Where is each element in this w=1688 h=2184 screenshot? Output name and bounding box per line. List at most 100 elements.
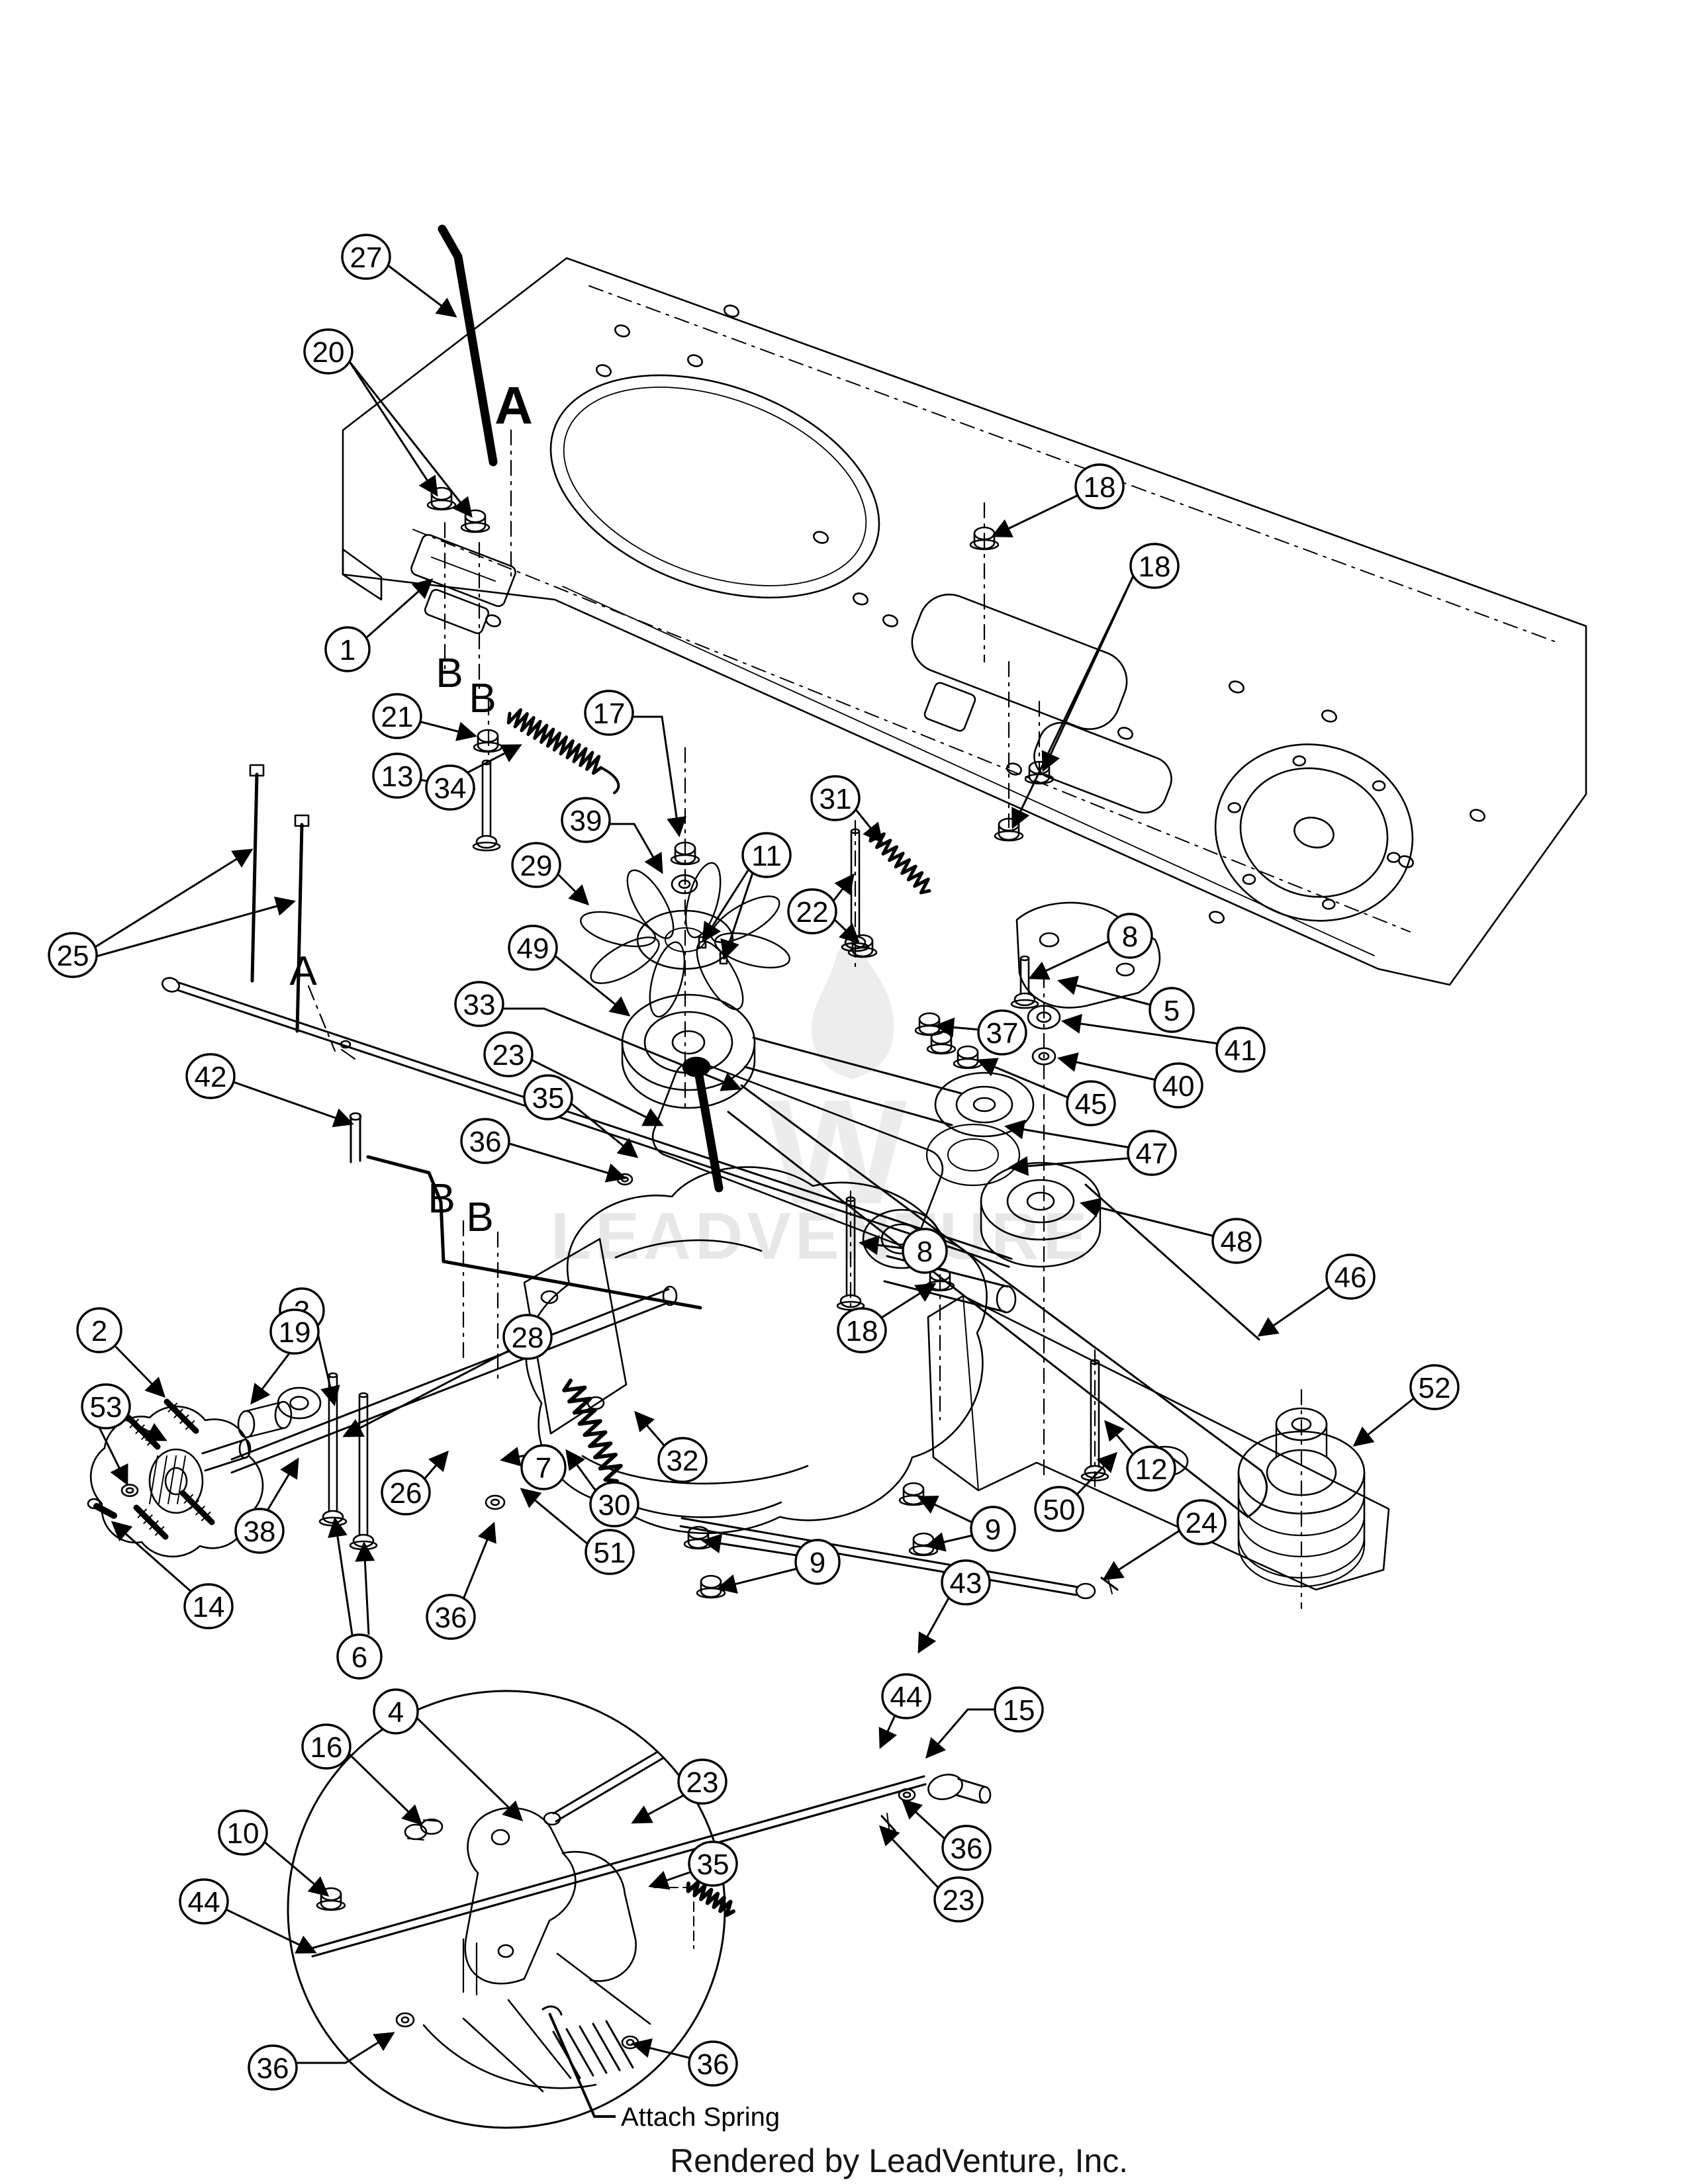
callout-13: 13 — [372, 752, 422, 799]
watermark-text: LEADVENTURE — [551, 1199, 1091, 1273]
callout-number: 8 — [1122, 921, 1138, 953]
callout-number: 36 — [257, 2052, 289, 2085]
leader-line-46 — [1257, 1285, 1331, 1337]
callout-36: 36 — [248, 2044, 298, 2091]
callout-number: 24 — [1186, 1507, 1218, 1539]
section-letter-B: B — [469, 676, 496, 721]
leader-line-28 — [342, 1349, 510, 1437]
callout-number: 35 — [697, 1848, 729, 1881]
leader-line-45 — [976, 1058, 1070, 1099]
callout-23: 23 — [933, 1876, 984, 1923]
callout-number: 35 — [532, 1082, 565, 1115]
leader-line-22 — [831, 917, 861, 944]
callout-9: 9 — [794, 1539, 841, 1585]
callout-number: 34 — [434, 772, 467, 805]
callout-45: 45 — [1066, 1080, 1116, 1126]
callout-number: 32 — [667, 1445, 699, 1477]
callout-47: 47 — [1127, 1130, 1177, 1176]
callout-37: 37 — [977, 1009, 1027, 1056]
leader-line-2 — [114, 1345, 166, 1398]
callout-26: 26 — [381, 1469, 431, 1516]
callout-number: 36 — [951, 1833, 983, 1865]
section-letter-A: A — [494, 376, 533, 435]
leader-line-21 — [418, 720, 477, 741]
callout-number: 18 — [846, 1315, 878, 1347]
leader-line-20 — [348, 360, 473, 518]
callout-number: 31 — [820, 783, 852, 815]
leader-line-36 — [506, 1142, 627, 1183]
leader-line-9 — [701, 1533, 797, 1557]
leader-line-18 — [991, 494, 1079, 537]
callout-9: 9 — [970, 1506, 1016, 1552]
callout-number: 44 — [188, 1886, 220, 1919]
callout-number: 36 — [469, 1126, 502, 1158]
leader-line-12 — [1104, 1420, 1135, 1455]
callout-number: 19 — [279, 1316, 311, 1349]
callout-19: 19 — [269, 1308, 320, 1355]
leader-line-48 — [1080, 1197, 1215, 1238]
leader-line-15 — [925, 1708, 997, 1759]
leader-line-20 — [348, 360, 438, 497]
callout-number: 41 — [1225, 1034, 1257, 1067]
callout-36: 36 — [941, 1825, 992, 1871]
callout-30: 30 — [589, 1481, 639, 1527]
leader-line-29 — [556, 872, 590, 906]
leader-line-9 — [716, 1567, 798, 1594]
section-letter-A: A — [289, 948, 317, 994]
callout-number: 46 — [1335, 1261, 1367, 1294]
leader-line-11 — [702, 868, 751, 943]
callout-number: 20 — [312, 336, 345, 369]
callout-8: 8 — [902, 1228, 948, 1274]
attach-spring-leader — [548, 2013, 616, 2118]
leader-line-25 — [93, 896, 296, 958]
leader-line-49 — [553, 954, 631, 1017]
leader-line-38 — [266, 1457, 299, 1511]
callout-number: 7 — [536, 1452, 551, 1484]
callout-44: 44 — [179, 1878, 229, 1925]
leader-line-23 — [631, 1794, 685, 1824]
callout-number: 4 — [388, 1696, 404, 1729]
callout-36: 36 — [688, 2040, 738, 2087]
leader-line-5 — [1057, 976, 1150, 1006]
leader-line-35 — [569, 1101, 639, 1158]
callout-40: 40 — [1153, 1062, 1203, 1109]
leader-line-44 — [878, 1715, 897, 1749]
leader-line-14 — [111, 1521, 193, 1594]
leader-line-47 — [1004, 1119, 1131, 1149]
leader-line-22 — [831, 873, 855, 903]
leader-line-50 — [1075, 1451, 1118, 1496]
callout-51: 51 — [585, 1529, 635, 1575]
callout-18: 18 — [1074, 463, 1125, 510]
callout-16: 16 — [301, 1723, 352, 1770]
callout-18: 18 — [1129, 543, 1180, 589]
callout-1: 1 — [324, 626, 371, 672]
callout-number: 43 — [950, 1567, 982, 1600]
leader-line-8 — [859, 1235, 904, 1255]
leader-line-43 — [917, 1596, 951, 1654]
leader-line-1 — [365, 578, 434, 639]
callout-number: 12 — [1135, 1453, 1168, 1486]
callout-number: 23 — [943, 1884, 975, 1917]
leader-line-34 — [466, 744, 522, 774]
callout-2: 2 — [76, 1307, 122, 1353]
callout-number: 50 — [1043, 1494, 1076, 1526]
callout-number: 1 — [340, 634, 355, 666]
callout-44: 44 — [881, 1673, 931, 1719]
callout-49: 49 — [508, 925, 558, 971]
callout-32: 32 — [657, 1437, 708, 1483]
callout-18: 18 — [837, 1307, 887, 1353]
leader-line-7 — [500, 1447, 526, 1467]
callout-23: 23 — [483, 1031, 534, 1077]
callout-22: 22 — [787, 888, 837, 934]
leader-line-39 — [608, 823, 663, 874]
leader-line-6 — [355, 1541, 375, 1635]
callout-34: 34 — [425, 764, 475, 811]
leader-line-32 — [634, 1410, 667, 1447]
leader-line-37 — [934, 1017, 982, 1038]
leader-line-11 — [720, 870, 755, 960]
leader-line-4 — [416, 1717, 524, 1822]
callout-27: 27 — [341, 234, 391, 280]
callout-number: 36 — [697, 2048, 729, 2081]
